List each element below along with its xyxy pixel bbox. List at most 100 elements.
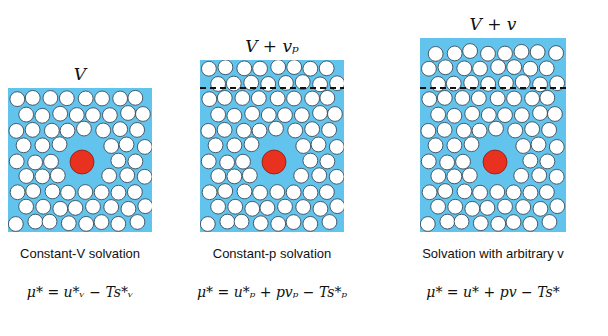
solvent-molecule [50, 168, 65, 183]
volume-label: V [74, 64, 86, 84]
solvent-molecule [312, 168, 327, 183]
volume-boundary [200, 87, 344, 89]
solvent-molecule [498, 46, 513, 61]
solvent-molecule [481, 46, 496, 61]
solvent-molecule [113, 122, 128, 137]
solvent-molecule [296, 200, 311, 215]
solvent-molecule [202, 61, 217, 76]
solvent-molecule [128, 90, 143, 105]
solvent-molecule [95, 91, 110, 106]
solvent-molecule [286, 185, 301, 200]
solvent-molecule [237, 184, 252, 199]
solvent-molecule [531, 137, 546, 152]
solvent-molecule [420, 217, 435, 232]
solvent-molecule [94, 185, 109, 200]
solvent-molecule [472, 123, 487, 138]
solvent-molecule [220, 214, 235, 229]
solute-molecule [70, 150, 94, 174]
solvent-molecule [440, 155, 455, 170]
solvent-molecule [86, 199, 101, 214]
solvent-molecule [9, 123, 24, 138]
solvent-molecule [52, 137, 67, 152]
solvent-molecule [59, 91, 74, 106]
solvent-molecule [508, 123, 523, 138]
solvent-molecule [305, 91, 320, 106]
solvent-molecule [220, 155, 235, 170]
solvent-molecule [217, 122, 232, 137]
solvent-molecule [44, 123, 59, 138]
solvent-molecule [431, 169, 446, 184]
solvent-molecule [514, 44, 529, 59]
solvent-molecule [319, 185, 334, 200]
solvent-molecule [217, 90, 232, 105]
solvent-molecule [328, 107, 343, 122]
solvent-molecule [490, 185, 505, 200]
solvent-molecule [121, 201, 136, 216]
solvent-molecule [437, 90, 452, 105]
solvent-molecule [506, 215, 521, 230]
solvent-molecule [421, 154, 436, 169]
solvent-molecule [422, 61, 437, 76]
solvent-molecule [236, 154, 251, 169]
solvent-molecule [211, 169, 226, 184]
solvent-molecule [10, 92, 25, 107]
solvent-molecule [498, 108, 513, 123]
solvent-molecule [35, 138, 50, 153]
solvent-molecule [137, 169, 152, 184]
solvent-molecule [278, 199, 293, 214]
solvent-molecule [130, 123, 145, 138]
solvent-molecule [463, 44, 478, 59]
solvent-molecule [19, 199, 34, 214]
solvent-molecule [61, 185, 76, 200]
molecule-illustration [8, 88, 152, 232]
solvent-molecule [245, 201, 260, 216]
solvent-molecule [287, 60, 302, 75]
solvent-box: V + vₚConstant-p solvationμ* = u*ₚ + pvₚ… [200, 60, 344, 232]
solvent-molecule [138, 199, 152, 214]
solvent-molecule [130, 215, 145, 230]
solvent-molecule [438, 60, 453, 75]
solvent-molecule [464, 137, 479, 152]
solvent-molecule [236, 123, 251, 138]
solvent-molecule [78, 185, 93, 200]
solvent-molecule [227, 138, 242, 153]
solvent-molecule [111, 185, 126, 200]
solvent-molecule [447, 108, 462, 123]
solvent-molecule [244, 137, 259, 152]
solvent-molecule [35, 108, 50, 123]
volume-label: V + vₚ [245, 36, 299, 56]
solvent-molecule [447, 46, 462, 61]
solvent-molecule [498, 199, 513, 214]
solvent-molecule [9, 154, 24, 169]
solvent-molecule [481, 108, 496, 123]
solvent-molecule [516, 139, 531, 154]
solvent-molecule [437, 122, 452, 137]
solvent-molecule [218, 184, 233, 199]
solvent-molecule [128, 154, 143, 169]
molecule-illustration [200, 60, 344, 232]
solvent-molecule [201, 154, 216, 169]
solvent-molecule [42, 214, 57, 229]
solvent-molecule [447, 138, 462, 153]
solvent-molecule [202, 92, 217, 107]
solvent-molecule [271, 60, 286, 74]
solvent-molecule [278, 108, 293, 123]
solvent-molecule [78, 91, 93, 106]
solvent-molecule [480, 200, 495, 215]
solvent-molecule [16, 138, 31, 153]
solvent-molecule [465, 201, 480, 216]
solvent-molecule [127, 185, 142, 200]
solvent-molecule [548, 107, 563, 122]
solute-molecule [483, 150, 507, 174]
solvent-molecule [60, 123, 75, 138]
chemical-potential-equation: μ* = u* + pv − Ts* [426, 284, 559, 300]
molecule-illustration [420, 38, 566, 232]
solvent-molecule [516, 200, 531, 215]
solute-molecule [262, 150, 286, 174]
solvent-molecule [211, 77, 226, 92]
solvent-molecule [303, 61, 318, 76]
solvent-molecule [253, 61, 268, 76]
solvent-molecule [540, 90, 555, 105]
solvent-molecule [119, 137, 134, 152]
solvent-molecule [121, 106, 136, 121]
